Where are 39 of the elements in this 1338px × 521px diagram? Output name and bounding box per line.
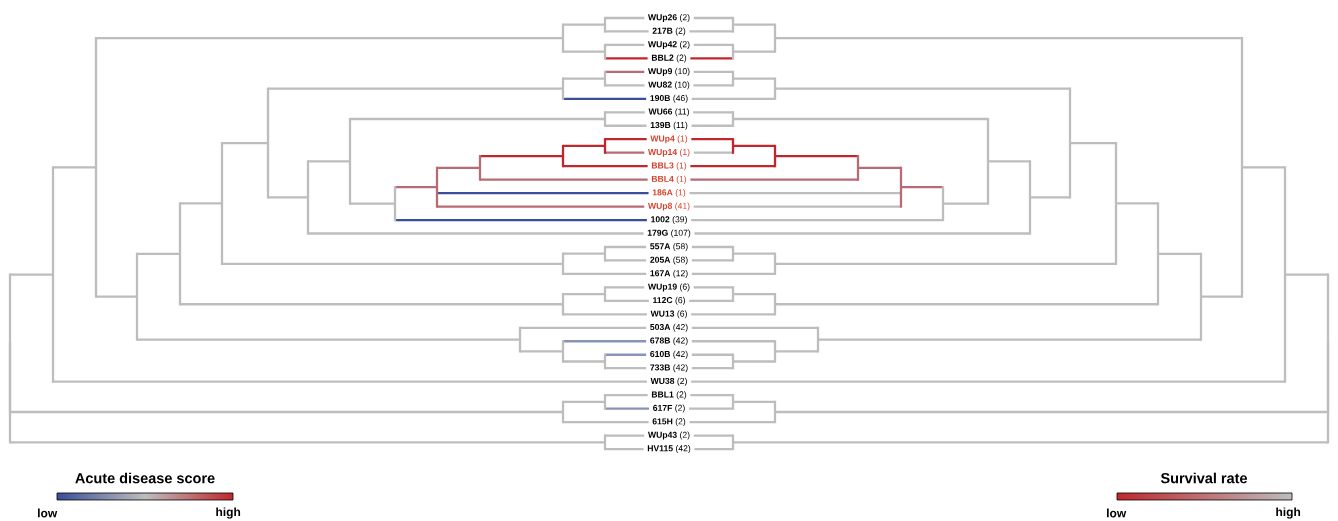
leaf-label: BBL4 (1) <box>651 175 687 184</box>
leaf-label: 112C (6) <box>653 296 685 305</box>
leaf-label: BBL2 (2) <box>651 54 687 63</box>
leaf-label: WU66 (11) <box>648 108 689 117</box>
leaf-label: 557A (58) <box>650 243 688 251</box>
legend-title: Survival rate <box>1160 472 1247 484</box>
leaf-label: 503A (42) <box>650 323 688 332</box>
scale-label: low <box>1107 508 1127 518</box>
leaf-label: WUp42 (2) <box>648 40 690 49</box>
leaf-label: HV115 (42) <box>647 445 691 454</box>
leaf-label: 678B (42) <box>650 337 688 346</box>
leaf-label: 139B (11) <box>650 121 688 130</box>
leaf-label: 167A (12) <box>650 269 688 278</box>
leaf-label: 205A (58) <box>650 256 688 265</box>
leaf-label: WU38 (2) <box>650 377 687 386</box>
leaf-label: WUp26 (2) <box>648 14 690 22</box>
leaf-label: BBL1 (2) <box>651 391 687 400</box>
leaf-label: 617F (2) <box>653 404 685 413</box>
scale-label: low <box>38 508 58 518</box>
leaf-label: WUp14 (1) <box>648 148 690 157</box>
leaf-label: 1002 (39) <box>651 216 687 225</box>
scale-label: high <box>216 507 241 519</box>
leaf-label: WUp9 (10) <box>648 67 690 76</box>
leaf-label: WUp43 (2) <box>648 431 690 440</box>
leaf-label: WUp4 (1) <box>650 135 688 144</box>
leaf-label: WU82 (10) <box>648 81 690 90</box>
leaf-label: WUp8 (41) <box>648 202 690 211</box>
leaf-label: 190B (46) <box>650 94 688 103</box>
leaf-label: 610B (42) <box>650 350 688 359</box>
leaf-label: 217B (2) <box>652 27 686 36</box>
leaf-label: 179G (107) <box>647 229 691 238</box>
scale-label: high <box>1276 507 1301 519</box>
leaf-label: WUp19 (6) <box>648 283 690 292</box>
legend-title: Acute disease score <box>75 472 215 484</box>
leaf-label: WU13 (6) <box>650 310 687 319</box>
leaf-label: BBL3 (1) <box>651 162 687 171</box>
leaf-label: 186A (1) <box>652 189 686 198</box>
leaf-label: 615H (2) <box>652 418 686 427</box>
leaf-label: 733B (42) <box>650 364 688 373</box>
